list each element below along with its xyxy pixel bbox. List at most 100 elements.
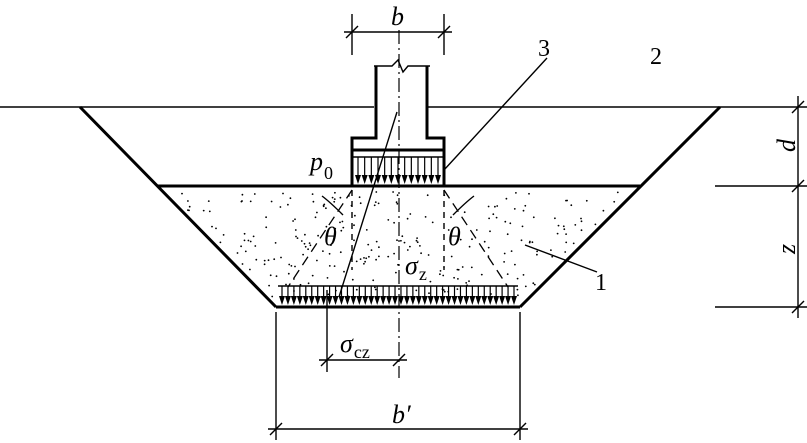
dim-scz-tick-left — [320, 353, 334, 367]
sand-dot — [427, 254, 430, 256]
sand-dot — [363, 257, 365, 259]
callout-1: 1 — [595, 270, 607, 296]
cushion-bottom-load-arrows — [279, 286, 517, 305]
sand-cushion-fill — [181, 191, 619, 300]
sand-dot — [396, 239, 398, 242]
sand-dot — [514, 263, 516, 266]
sand-dot — [271, 295, 274, 298]
sand-dot — [503, 252, 506, 255]
sand-dot — [565, 233, 567, 236]
theta-arc-right — [452, 195, 475, 216]
sand-dot — [254, 245, 257, 247]
sand-dot — [387, 219, 390, 221]
sand-dot — [572, 242, 575, 245]
sand-dot — [372, 279, 375, 282]
leader-1 — [524, 244, 598, 273]
bottom-load-arrow-head — [326, 296, 333, 305]
sand-dot — [378, 246, 380, 249]
dim-bprime-tick-left — [269, 422, 283, 436]
top-load-arrow-head — [368, 175, 375, 184]
label-theta-right: θ — [448, 222, 461, 251]
sand-dot — [222, 234, 225, 236]
spread-line-right — [443, 189, 509, 288]
dim-scz-tick-right — [392, 353, 406, 367]
label-sigma-z: σz — [405, 251, 427, 284]
sand-dot — [368, 255, 370, 258]
sand-dot — [396, 202, 399, 205]
sand-dot — [393, 221, 395, 224]
sand-dot — [532, 216, 535, 219]
sand-dot — [314, 216, 317, 219]
sand-dot — [570, 204, 573, 207]
sand-dot — [299, 283, 302, 286]
sand-dot — [243, 239, 246, 242]
label-b-prime: b′ — [392, 400, 411, 429]
sand-dot — [322, 205, 325, 208]
sand-dot — [263, 263, 266, 266]
sand-dot — [343, 270, 345, 273]
sand-dot — [470, 266, 473, 269]
sand-dot — [273, 258, 276, 261]
sand-dot — [282, 192, 284, 195]
bottom-load-arrow-head — [439, 296, 446, 305]
bottom-load-arrow-head — [469, 296, 476, 305]
sand-dot — [252, 235, 255, 238]
sand-dot — [365, 257, 368, 260]
sand-dot — [339, 196, 342, 199]
sand-dot — [447, 229, 450, 231]
bottom-load-arrow-head — [463, 296, 470, 305]
sand-dot — [443, 290, 446, 293]
bottom-load-arrow-head — [380, 296, 387, 305]
sand-dot — [565, 241, 568, 244]
top-load-arrow-head — [428, 175, 435, 184]
sand-dot — [309, 244, 312, 247]
sand-dot — [426, 194, 429, 197]
sand-dot — [428, 292, 430, 295]
sand-dot — [236, 252, 239, 254]
sand-dot — [602, 209, 605, 212]
sand-dot — [524, 204, 527, 207]
sand-dot — [359, 258, 362, 260]
sand-dot — [333, 198, 336, 201]
bottom-load-arrow-head — [320, 296, 327, 305]
bottom-load-arrow-head — [392, 296, 399, 305]
sand-dot — [323, 203, 326, 206]
sand-dot — [415, 289, 418, 292]
sand-dot — [240, 245, 243, 248]
sand-dot — [585, 199, 588, 202]
dim-bprime-tick-right — [513, 422, 527, 436]
sand-dot — [249, 200, 252, 203]
sand-dot — [270, 200, 273, 203]
sand-dot — [580, 229, 583, 232]
sand-dot — [363, 262, 365, 265]
sand-dot — [288, 263, 291, 266]
sand-dot — [275, 275, 278, 278]
sand-dot — [333, 265, 336, 267]
bottom-load-arrow-head — [374, 296, 381, 305]
sand-dot — [424, 216, 427, 218]
bottom-load-arrow-head — [427, 296, 434, 305]
bottom-load-arrow-head — [415, 296, 422, 305]
sand-dot — [409, 245, 411, 248]
dim-b-tick-right — [437, 25, 451, 39]
sand-dot — [378, 255, 380, 258]
sand-dot — [215, 227, 217, 230]
sand-dot — [292, 220, 294, 222]
sand-dot — [531, 241, 534, 244]
bottom-load-arrow-head — [487, 296, 494, 305]
sand-dot — [551, 255, 554, 258]
sand-dot — [333, 200, 336, 203]
sand-dot — [556, 232, 559, 235]
sand-dot — [506, 273, 509, 275]
sand-dot — [439, 273, 441, 276]
sand-dot — [355, 260, 358, 263]
sand-dot — [265, 226, 268, 229]
sand-dot — [393, 252, 395, 255]
sand-dot — [249, 268, 251, 271]
bottom-load-arrow-head — [397, 296, 404, 305]
sand-dot — [516, 277, 519, 280]
sand-dot — [503, 261, 505, 263]
top-load-arrow-head — [381, 175, 388, 184]
bottom-load-arrow-head — [290, 296, 297, 305]
